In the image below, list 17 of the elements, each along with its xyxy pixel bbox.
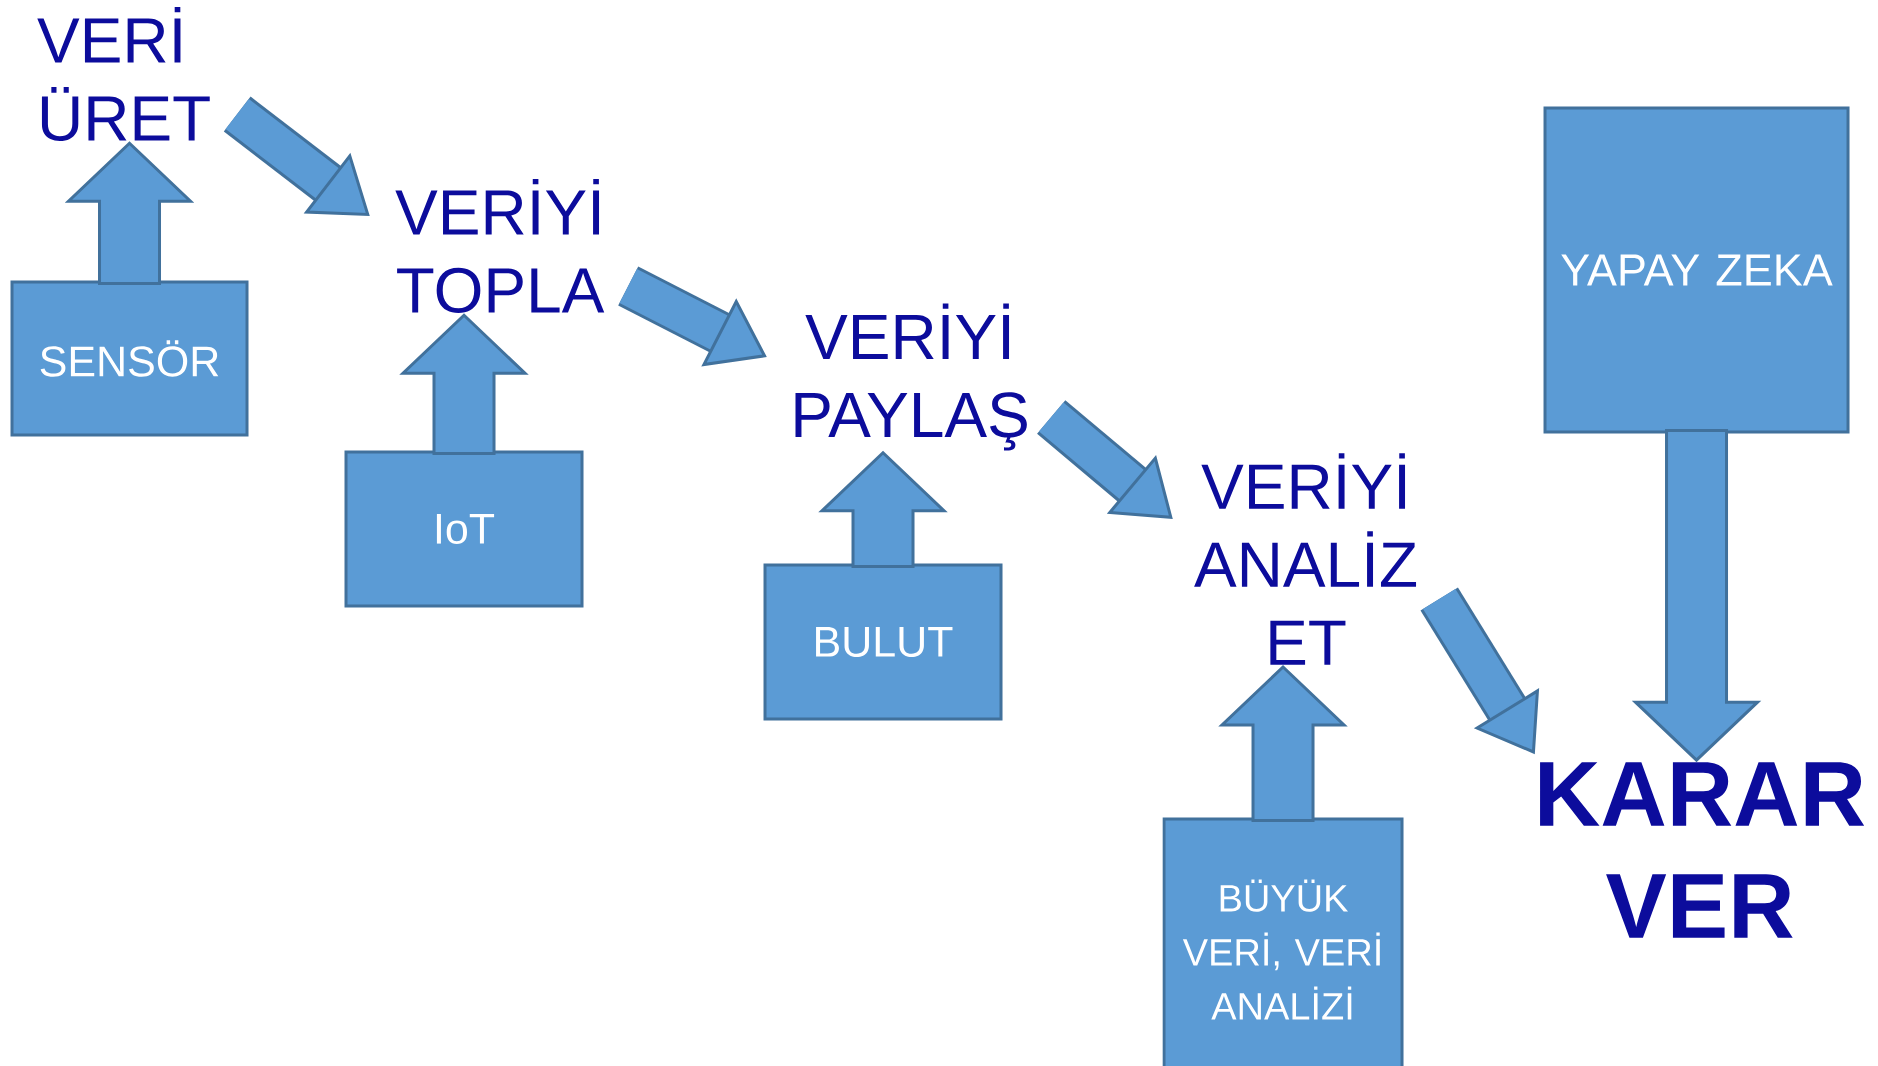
callout-box: YAPAY ZEKA [1543, 106, 1850, 434]
step-text: VERİ ÜRET [37, 6, 210, 142]
callout-box: BULUT [763, 563, 1003, 721]
callout-box: SENSÖR [10, 280, 249, 437]
block-arrow [64, 141, 195, 285]
block-arrow [818, 450, 948, 568]
block-arrow [1037, 400, 1173, 519]
callout-box: BÜYÜK VERİ, VERİ ANALİZİ [1162, 817, 1404, 1066]
step-text: VERİYİ PAYLAŞ [795, 303, 1027, 451]
block-arrow [1218, 664, 1348, 822]
callout-box: IoT [344, 450, 584, 608]
step-text: VERİYİ TOPLA [395, 178, 605, 314]
block-arrow [223, 96, 370, 216]
step-text: VERİYİ ANALİZ ET [1194, 453, 1417, 665]
block-arrow [399, 313, 529, 455]
block-arrow [1631, 429, 1762, 763]
step-text: KARAR VER [1540, 762, 1865, 938]
